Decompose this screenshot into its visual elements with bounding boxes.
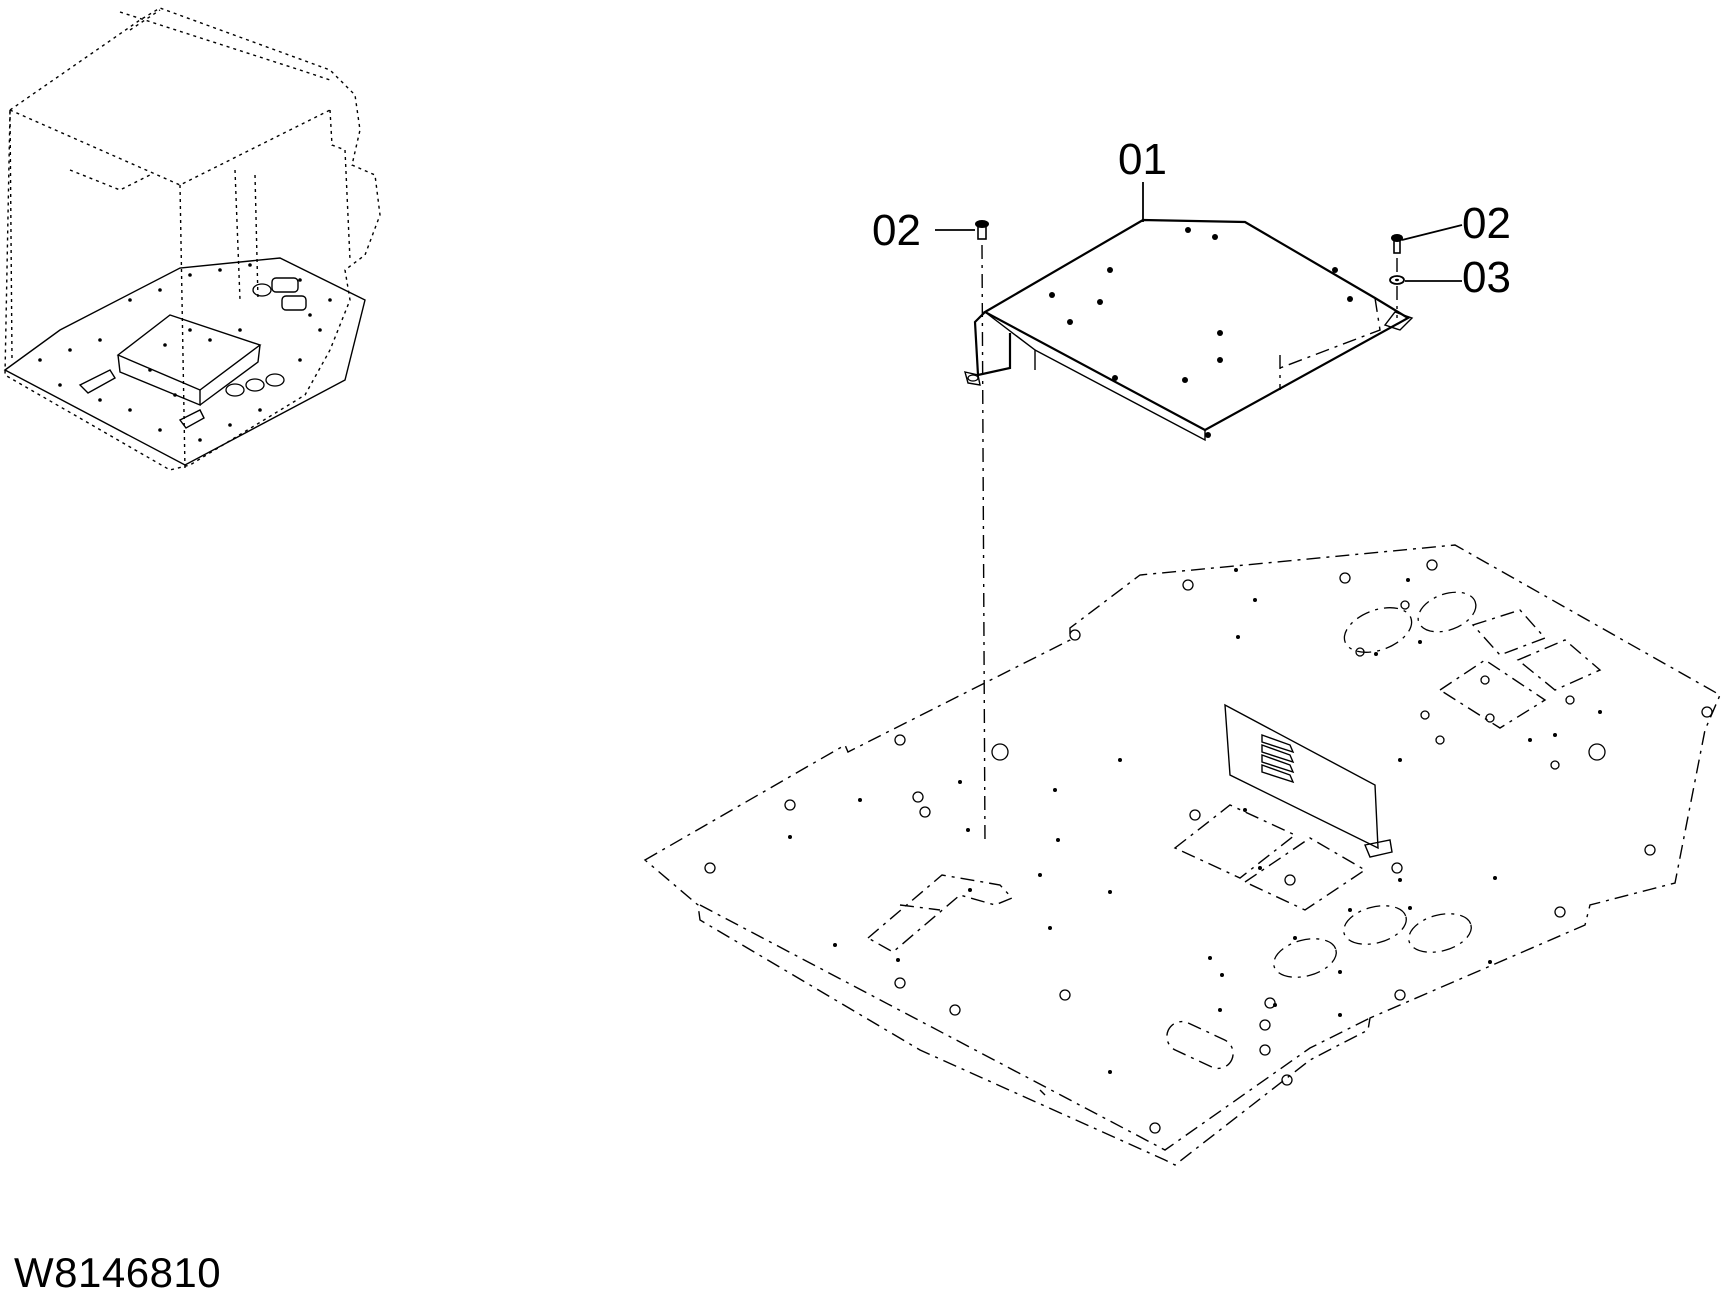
callout-02-left-label: 02 xyxy=(872,206,921,255)
callout-03-label: 03 xyxy=(1462,253,1511,302)
bolt-02-right xyxy=(1391,234,1403,254)
part-01-cover-bracket xyxy=(964,218,1414,442)
callout-02-right-label: 02 xyxy=(1462,199,1511,248)
bolt-02-left xyxy=(975,220,989,240)
callout-leaders xyxy=(935,182,1463,282)
floor-plate xyxy=(643,544,1721,1166)
callout-01-label: 01 xyxy=(1118,135,1167,184)
drawing-number: W8146810 xyxy=(14,1249,222,1296)
washer-03 xyxy=(1389,275,1405,285)
assembly-line-left xyxy=(981,244,986,846)
cab-overview-inset xyxy=(3,7,381,471)
